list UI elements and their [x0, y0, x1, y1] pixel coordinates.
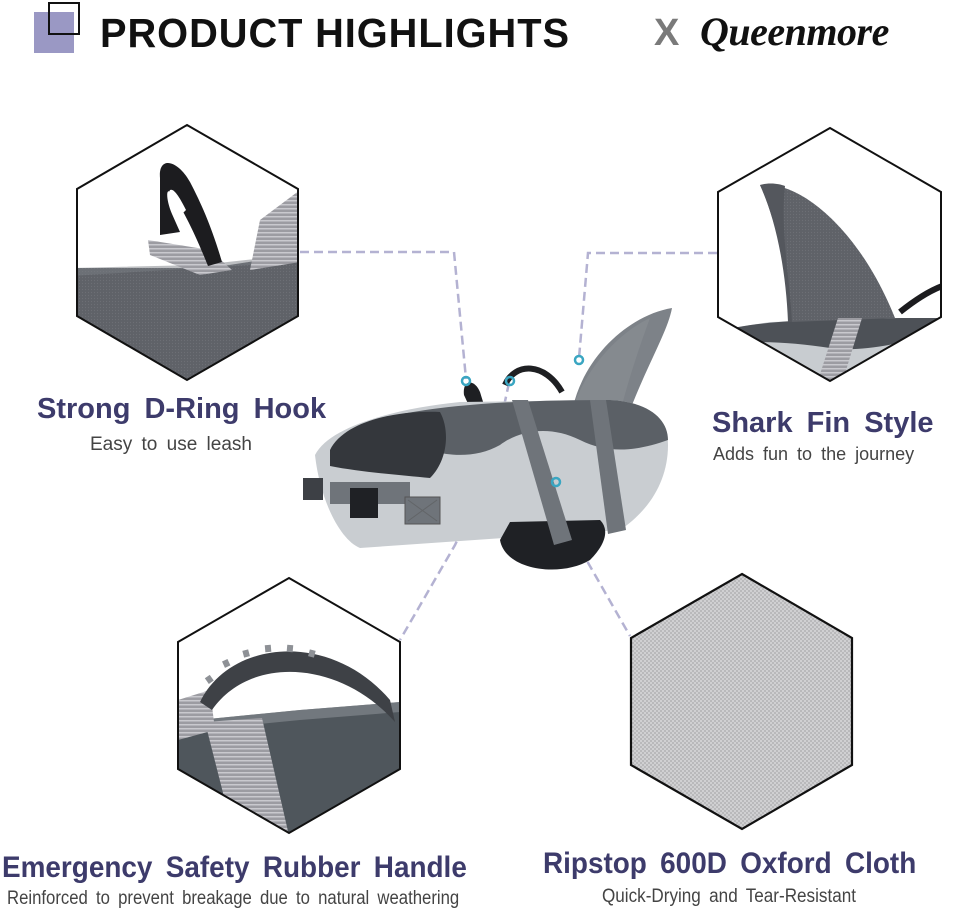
feature-oxford-cloth-subtitle: Quick-Drying and Tear-Resistant — [602, 886, 856, 907]
hex-rubber-handle-image — [177, 576, 401, 835]
shark-life-jacket-image — [303, 308, 672, 570]
feature-rubber-handle-subtitle: Reinforced to prevent breakage due to na… — [7, 888, 460, 909]
hex-oxford-cloth-image — [629, 572, 854, 831]
hex-shark-fin-image — [717, 126, 942, 383]
feature-rubber-handle-title: Emergency Safety Rubber Handle — [2, 851, 467, 884]
brand-logo: Queenmore — [700, 9, 889, 54]
dot-fin-icon — [573, 354, 585, 366]
feature-d-ring-title: Strong D-Ring Hook — [37, 393, 327, 425]
connector-dots — [460, 354, 585, 488]
dot-handle-icon — [504, 375, 516, 387]
dot-cloth-icon — [550, 476, 562, 488]
brand-square-icon — [34, 12, 74, 53]
feature-shark-fin-subtitle: Adds fun to the journey — [713, 444, 915, 464]
collab-separator: X — [654, 12, 680, 54]
brand-square-outline-icon — [48, 2, 80, 35]
hex-d-ring-image — [76, 123, 299, 382]
feature-oxford-cloth-title: Ripstop 600D Oxford Cloth — [543, 847, 917, 880]
feature-d-ring-subtitle: Easy to use leash — [90, 434, 252, 455]
feature-shark-fin-title: Shark Fin Style — [712, 407, 934, 439]
dot-d-ring-icon — [460, 375, 472, 387]
